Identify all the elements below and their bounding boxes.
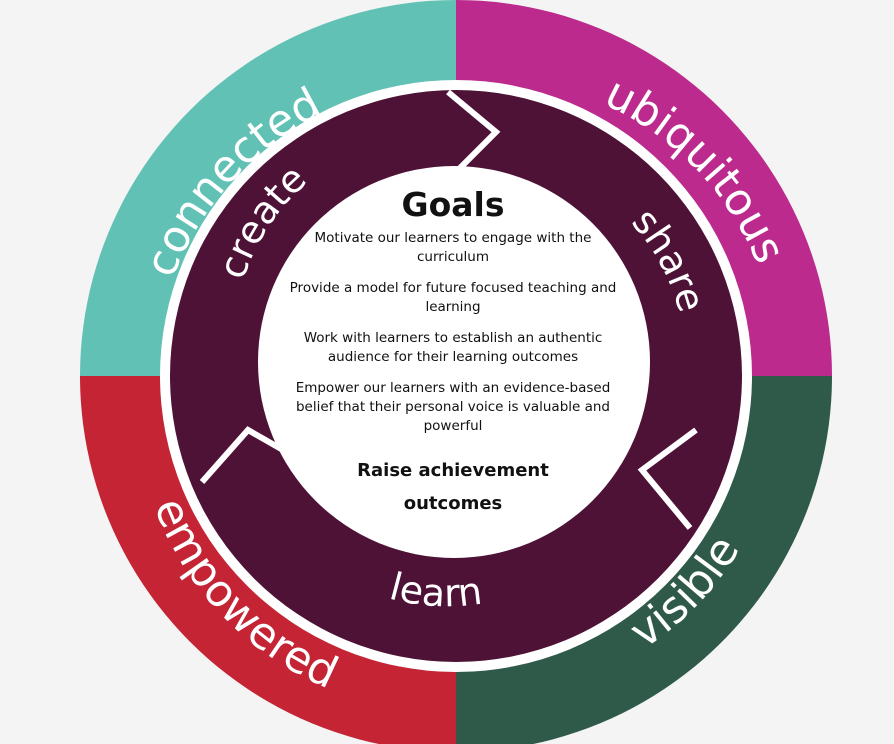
cycle-arrow-top [443, 89, 501, 185]
label-learn: learn [386, 564, 485, 615]
goal-highlight: Raise achievement outcomes [357, 460, 549, 514]
goal-item: Provide a model for future focused teach… [289, 280, 617, 315]
goals-panel: Goals Motivate our learners to engage wi… [262, 185, 644, 520]
goal-item: Motivate our learners to engage with the… [314, 230, 592, 265]
center-circle [258, 166, 650, 558]
goals-title: Goals [401, 185, 505, 224]
goal-item: Work with learners to establish an authe… [303, 330, 603, 365]
goal-item: Empower our learners with an evidence-ba… [295, 380, 611, 434]
cycle-arrow-right [637, 427, 698, 530]
